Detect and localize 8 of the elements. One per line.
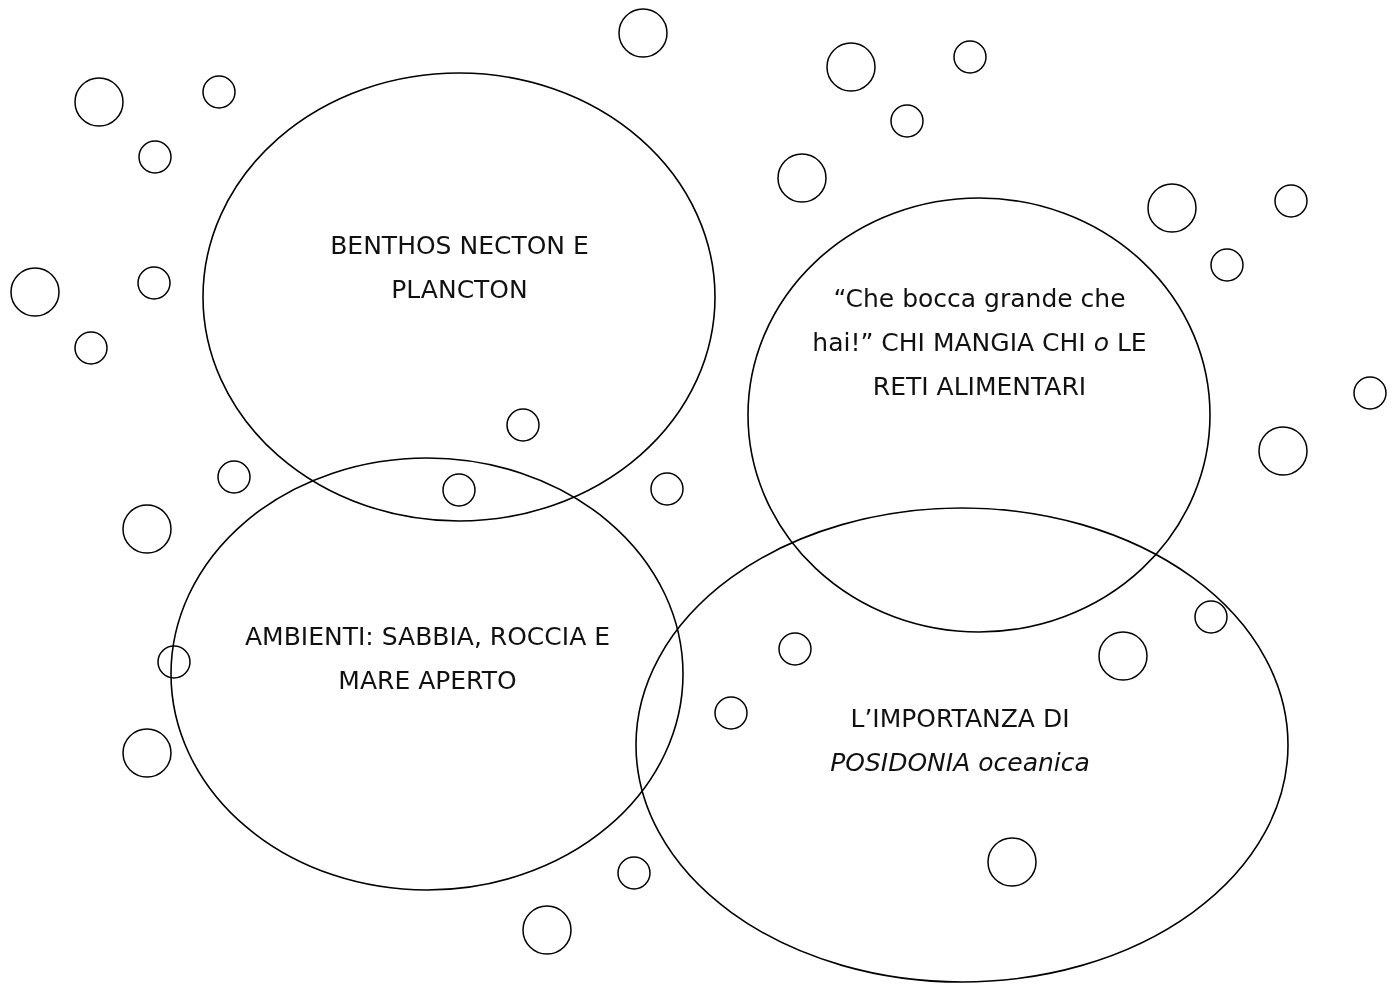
topic-ellipse [747, 197, 1211, 633]
topic-ellipse [170, 457, 684, 891]
topic-label: BENTHOS NECTON E PLANCTON [329, 230, 590, 306]
topic-ellipse [635, 507, 1289, 983]
topic-ellipse [202, 72, 716, 522]
topic-label: L’IMPORTANZA DI POSIDONIA oceanica [829, 703, 1091, 779]
topic-label: “Che bocca grande che hai!” CHI MANGIA CHI o LE RETI ALIMENTARI [811, 283, 1148, 403]
topic-label: AMBIENTI: SABBIA, ROCCIA E MARE APERTO [244, 621, 611, 697]
